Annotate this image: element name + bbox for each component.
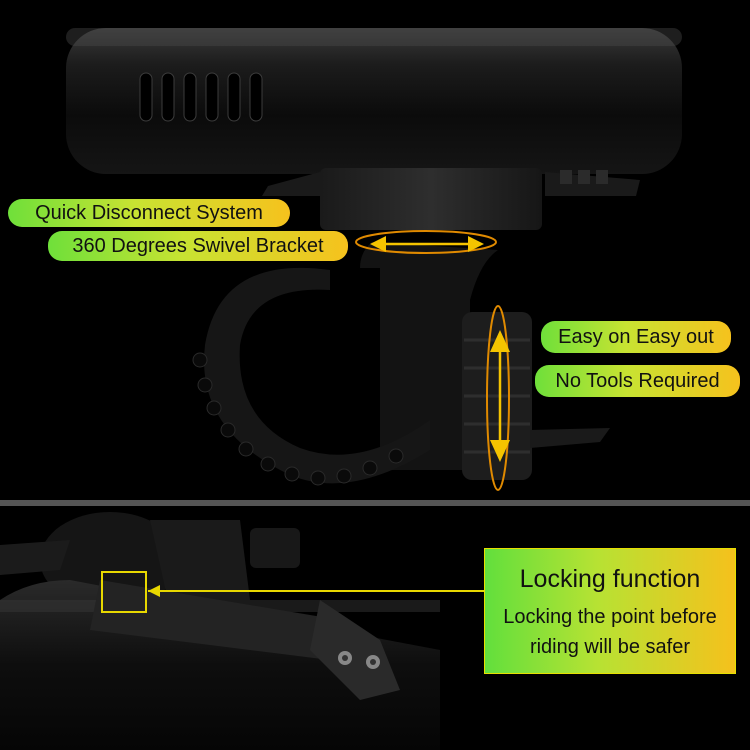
vertical-arrow (486, 305, 510, 491)
lock-highlight (101, 571, 484, 613)
swivel-bracket-label: 360 Degrees Swivel Bracket (48, 231, 348, 261)
grip-ridges (139, 72, 263, 122)
handlebar-strap (192, 242, 610, 486)
bike-light (66, 28, 682, 174)
locking-callout: Locking function Locking the point befor… (484, 548, 736, 674)
no-tools-label: No Tools Required (535, 365, 740, 397)
mount-clip (262, 168, 640, 230)
easy-on-label: Easy on Easy out (541, 321, 731, 353)
swivel-arrow (355, 230, 497, 254)
locking-description: Locking the point before riding will be … (503, 606, 717, 658)
locking-title: Locking function (519, 565, 701, 593)
quick-disconnect-label: Quick Disconnect System (8, 199, 290, 227)
strap-teeth (192, 352, 404, 486)
lock-detail-photo (0, 512, 440, 750)
